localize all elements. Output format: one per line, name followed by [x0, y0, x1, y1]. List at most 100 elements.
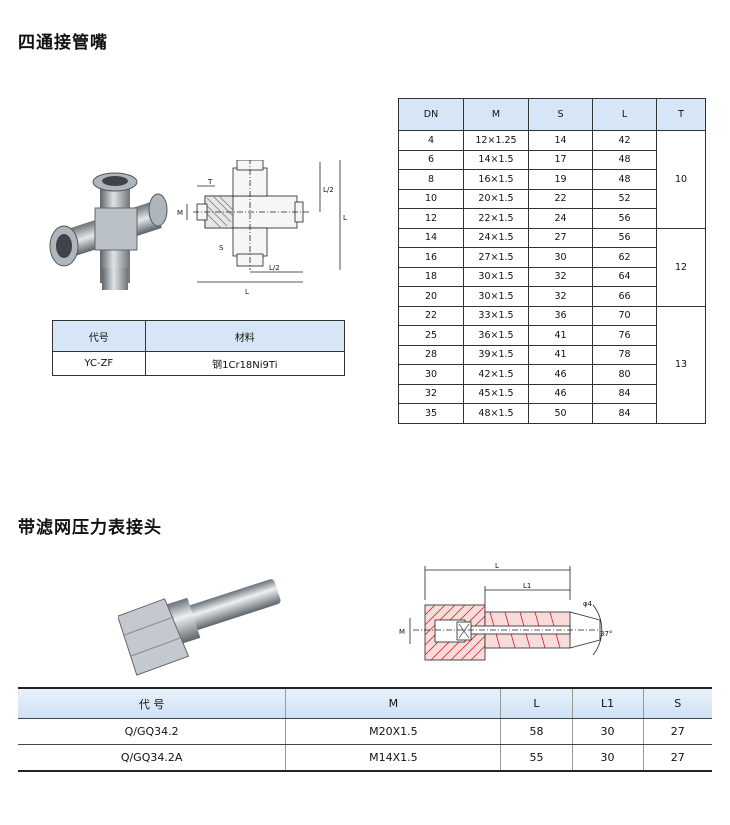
- cell-m: 30×1.5: [463, 266, 529, 287]
- cell-code: YC-ZF: [52, 351, 146, 376]
- drawing-label-m: M: [399, 628, 405, 636]
- cell-l1: 30: [571, 744, 644, 772]
- cell-s: 30: [528, 247, 593, 268]
- cell-t: 12: [656, 227, 706, 307]
- cell-s: 27: [642, 744, 712, 772]
- header-l1: L1: [571, 687, 644, 719]
- cell-l: 55: [500, 744, 572, 772]
- four-way-drawing: T L/2 L M S L/2 L: [177, 160, 347, 296]
- cell-code: Q/GQ34.2A: [18, 744, 286, 772]
- cell-dn: 8: [398, 169, 464, 190]
- drawing-label-phi: φ4: [583, 600, 593, 608]
- code-material-table: 代号 材料 YC-ZF 钢1Cr18Ni9Ti: [52, 320, 346, 376]
- cell-m: 33×1.5: [463, 305, 529, 326]
- cell-s: 19: [528, 169, 593, 190]
- table-row: Q/GQ34.2 M20X1.5 58 30 27: [18, 718, 712, 745]
- cell-l: 52: [592, 188, 657, 209]
- cell-l1: 30: [571, 718, 644, 745]
- table-row: YC-ZF 钢1Cr18Ni9Ti: [52, 351, 346, 376]
- gauge-connector-drawing: L L1 M φ4 37°: [399, 562, 612, 661]
- cell-dn: 4: [398, 130, 464, 151]
- cell-s: 41: [528, 344, 593, 365]
- cell-l: 66: [592, 286, 657, 307]
- cell-l: 84: [592, 383, 657, 404]
- cell-l: 42: [592, 130, 657, 151]
- cell-s: 36: [528, 305, 593, 326]
- cell-m: 16×1.5: [463, 169, 529, 190]
- drawing-label-l2-top: L/2: [323, 186, 334, 194]
- cell-s: 32: [528, 286, 593, 307]
- gauge-connector-photo: [118, 579, 281, 676]
- drawing-label-m: M: [177, 209, 183, 217]
- cell-dn: 10: [398, 188, 464, 209]
- cell-dn: 32: [398, 383, 464, 404]
- table-row: Q/GQ34.2A M14X1.5 55 30 27: [18, 744, 712, 772]
- cell-s: 24: [528, 208, 593, 229]
- cell-dn: 28: [398, 344, 464, 365]
- drawing-label-l1: L1: [523, 582, 531, 590]
- cell-l: 56: [592, 208, 657, 229]
- header-s: S: [528, 98, 593, 131]
- cell-m: 30×1.5: [463, 286, 529, 307]
- header-l: L: [592, 98, 657, 131]
- cell-m: 48×1.5: [463, 403, 529, 424]
- header-code: 代号: [52, 320, 146, 352]
- header-material: 材料: [144, 320, 346, 352]
- header-l: L: [500, 687, 572, 719]
- cell-s: 32: [528, 266, 593, 287]
- cell-l: 80: [592, 364, 657, 385]
- cell-material: 钢1Cr18Ni9Ti: [144, 351, 346, 376]
- cell-m: 12×1.25: [463, 130, 529, 151]
- cell-m: 36×1.5: [463, 325, 529, 346]
- cell-m: M14X1.5: [285, 744, 501, 772]
- cell-m: M20X1.5: [285, 718, 501, 745]
- cell-code: Q/GQ34.2: [18, 718, 286, 745]
- header-s: S: [642, 687, 712, 719]
- cell-t: 10: [656, 130, 706, 229]
- cell-dn: 16: [398, 247, 464, 268]
- cell-m: 24×1.5: [463, 227, 529, 248]
- section1-title: 四通接管嘴: [18, 33, 108, 53]
- cell-s: 46: [528, 383, 593, 404]
- cell-m: 42×1.5: [463, 364, 529, 385]
- cell-l: 48: [592, 149, 657, 170]
- cell-l: 70: [592, 305, 657, 326]
- cell-s: 14: [528, 130, 593, 151]
- header-code: 代 号: [18, 687, 286, 719]
- cell-dn: 20: [398, 286, 464, 307]
- section2-title: 带滤网压力表接头: [18, 518, 162, 538]
- header-m: M: [463, 98, 529, 131]
- cell-s: 17: [528, 149, 593, 170]
- header-dn: DN: [398, 98, 464, 131]
- cell-s: 22: [528, 188, 593, 209]
- cell-s: 41: [528, 325, 593, 346]
- cell-l: 58: [500, 718, 572, 745]
- cell-s: 27: [642, 718, 712, 745]
- cell-m: 22×1.5: [463, 208, 529, 229]
- cell-dn: 35: [398, 403, 464, 424]
- cell-dn: 22: [398, 305, 464, 326]
- cell-l: 78: [592, 344, 657, 365]
- drawing-label-l2-bottom: L/2: [269, 264, 280, 272]
- cell-dn: 12: [398, 208, 464, 229]
- header-t: T: [656, 98, 706, 131]
- cell-l: 64: [592, 266, 657, 287]
- cell-l: 56: [592, 227, 657, 248]
- drawing-label-l-bottom: L: [245, 288, 249, 296]
- cell-dn: 25: [398, 325, 464, 346]
- cell-m: 20×1.5: [463, 188, 529, 209]
- cell-dn: 6: [398, 149, 464, 170]
- cell-l: 48: [592, 169, 657, 190]
- cell-m: 27×1.5: [463, 247, 529, 268]
- cell-s: 50: [528, 403, 593, 424]
